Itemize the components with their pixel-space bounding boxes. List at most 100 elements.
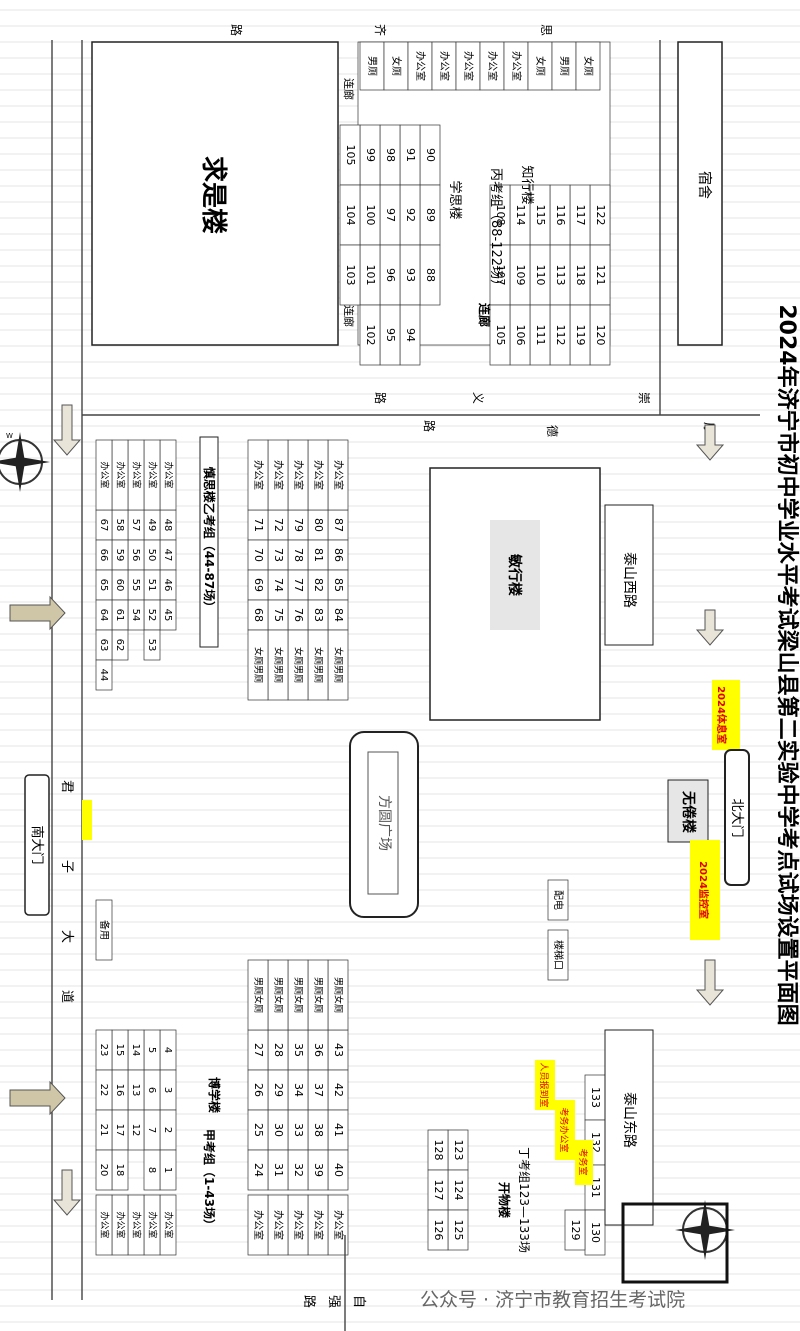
north-gate-label: 北大门	[729, 798, 744, 837]
exam-room-56: 56	[130, 549, 141, 562]
dormitory-label: 宿舍	[696, 171, 713, 199]
exam-room-93: 93	[404, 268, 417, 282]
watermark: 公众号 · 济宁市教育招生考试院	[420, 1289, 686, 1311]
boxue_e-office: 办公室	[252, 1210, 265, 1240]
exam-room-123: 123	[452, 1140, 465, 1161]
exam-room-44: 44	[98, 669, 109, 682]
north-top-label-2-cell	[407, 41, 433, 91]
exam-room-32: 32	[292, 1163, 305, 1177]
exam-room-31: 31	[272, 1163, 285, 1177]
block-north-exam: 男厕女厕办公室办公室办公室办公室办公室女厕男厕女厕122121120117118…	[339, 41, 611, 366]
exam-room-105-cell	[489, 304, 511, 366]
kaiwu-stair-cell	[547, 929, 569, 981]
exam-room-100: 100	[364, 205, 377, 226]
boxue_c-office: 办公室	[292, 1210, 305, 1240]
exam-room-111: 111	[534, 325, 547, 346]
exam-room-48: 48	[162, 519, 173, 532]
taishan-west-label: 泰山西路	[621, 552, 637, 608]
exam-room-41: 41	[332, 1123, 345, 1137]
exam-room-106: 106	[514, 325, 527, 346]
exam-room-72: 72	[272, 518, 285, 532]
shensi_d-office: 办公室	[272, 460, 285, 490]
exam-room-14: 14	[130, 1044, 141, 1057]
exam-room-62: 62	[114, 639, 125, 652]
exam-room-22: 22	[98, 1084, 109, 1097]
exam-room-51: 51	[146, 579, 157, 592]
building-qiushi: 求是楼	[91, 41, 339, 346]
road-label-de: 德	[545, 425, 560, 437]
exam-room-42: 42	[332, 1083, 345, 1097]
exam-room-52: 52	[146, 609, 157, 622]
exam-room-86: 86	[332, 548, 345, 562]
exam-room-6: 6	[146, 1087, 157, 1093]
svg-text:W: W	[6, 432, 13, 440]
exam-room-20: 20	[98, 1164, 109, 1177]
lianlang-mid: 连廊	[477, 303, 492, 327]
exam-room-81: 81	[312, 548, 325, 562]
exam-room-89: 89	[424, 208, 437, 222]
exam-room-label: 考务办公室	[558, 1107, 570, 1152]
road-junzi: 君 子 大 道	[51, 40, 92, 1300]
exam-room-130: 130	[589, 1222, 602, 1243]
pei-dian-cell	[547, 879, 569, 921]
compass-west: W	[0, 432, 50, 492]
junzi-4: 道	[59, 990, 74, 1003]
exam-room-113: 113	[554, 265, 567, 286]
boxue_e-wc: 男厕女厕	[253, 977, 265, 1013]
north-top-label-3: 办公室	[438, 51, 451, 81]
wujuan-label: 无倦楼	[680, 790, 697, 833]
page-title: 2024年济宁市初中学业水平考试梁山县第二实验中学考点试场设置平面图	[774, 304, 800, 1025]
north-top-label-9-cell	[575, 41, 601, 91]
exam-room-120: 120	[594, 325, 607, 346]
building-wujuan: 无倦楼	[667, 779, 709, 843]
south-gate: 南大门	[24, 774, 50, 916]
ziqiang-3: 自	[351, 1295, 366, 1308]
exam-room-8: 8	[146, 1167, 157, 1173]
exam-room-49: 49	[146, 519, 157, 532]
exam-room-85: 85	[332, 578, 345, 592]
shensi_e-office-cell	[247, 439, 269, 511]
compass-east	[621, 1200, 735, 1284]
standby-room-bg	[712, 680, 740, 750]
road-label-siqi-1: 路	[229, 24, 244, 36]
exam-room-36: 36	[312, 1043, 325, 1057]
exam-room-68: 68	[252, 608, 265, 622]
pei-dian: 配电	[552, 890, 565, 910]
exam-room-73: 73	[272, 548, 285, 562]
exam-room-119: 119	[574, 325, 587, 346]
boxue-label: 博学楼	[207, 1077, 222, 1113]
boxue_e-office-cell	[247, 1194, 269, 1256]
square: 方圆广场	[349, 731, 419, 918]
exam-room-102: 102	[364, 325, 377, 346]
building-shensi: 87868584办公室女厕男厕80818283办公室女厕男厕79787776办公…	[95, 436, 349, 701]
boxue_d-wc: 男厕女厕	[273, 977, 285, 1013]
boxue_i-office: 办公室	[115, 1211, 127, 1238]
road-label-siqi-3: 思	[539, 24, 553, 36]
exam-room-16: 16	[114, 1084, 125, 1097]
exam-room-104: 104	[344, 205, 357, 226]
shensi_c-wc: 女厕男厕	[293, 647, 305, 683]
north-top-label-4-cell	[455, 41, 481, 91]
exam-room-84: 84	[332, 608, 345, 622]
exam-room-60: 60	[114, 579, 125, 592]
exam-room-67: 67	[98, 519, 109, 532]
exam-room-90: 90	[424, 148, 437, 162]
exam-room-107: 107	[494, 265, 507, 286]
shensi-label: 慎思楼乙考组（44-87场）	[202, 467, 217, 613]
exam-room-53: 53	[146, 639, 157, 652]
road-taishan-east: 泰山东路	[604, 1029, 654, 1226]
arrow-6	[695, 609, 725, 646]
exam-room-126-cell	[427, 1209, 449, 1251]
exam-room-5: 5	[146, 1047, 157, 1053]
control-room-label: 2024监控室	[697, 861, 710, 919]
north-top-label-0: 男厕	[366, 56, 378, 76]
exam-room-18: 18	[114, 1164, 125, 1177]
shensi_d-wc: 女厕男厕	[273, 647, 285, 683]
lianlang-bottom: 连廊	[342, 305, 356, 327]
exam-room-39: 39	[312, 1163, 325, 1177]
zhixing-label: 知行楼	[519, 165, 535, 204]
road-taishan-west: 泰山西路	[604, 504, 654, 646]
spare-room: 备用	[98, 920, 111, 940]
exam-room-76: 76	[292, 608, 305, 622]
